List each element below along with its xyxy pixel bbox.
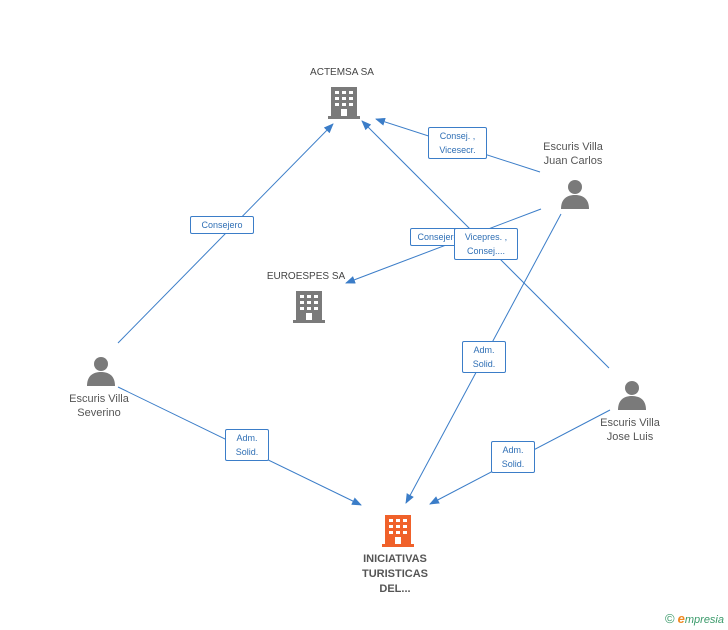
person-label-juan-carlos: Escuris Villa Juan Carlos [523, 140, 623, 168]
label-line: Escuris Villa [600, 417, 660, 429]
label-line: Escuris Villa [543, 141, 603, 153]
copyright-icon: © [664, 611, 675, 626]
label-line: Jose Luis [606, 431, 654, 443]
edge-label-consejero-severino[interactable]: Consejero [190, 216, 254, 234]
edge-label-line: Adm. [473, 345, 495, 355]
brand-logo-text: mpresia [684, 614, 724, 626]
person-label-severino: Escuris Villa Severino [49, 392, 149, 420]
edge-label-line: Consej.... [466, 246, 506, 256]
building-icon[interactable] [328, 85, 360, 126]
edge-label-line: Adm. [236, 433, 258, 443]
label-line: INICIATIVAS [363, 553, 427, 565]
edge-label-line: Consej. , [439, 131, 476, 141]
label-line: Escuris Villa [69, 393, 129, 405]
company-label-iniciativas: INICIATIVAS TURISTICAS DEL... [335, 552, 455, 597]
person-label-jose-luis: Escuris Villa Jose Luis [580, 416, 680, 444]
edge-label-line: Vicesecr. [439, 145, 476, 155]
edge-label-line: Consejero [417, 232, 459, 242]
main-company-building-icon[interactable] [382, 513, 414, 554]
label-line: Juan Carlos [543, 155, 603, 167]
edge-label-vicepres-consej[interactable]: Vicepres. , Consej.... [454, 228, 518, 260]
edge-label-adm-solid-severino[interactable]: Adm. Solid. [225, 429, 269, 461]
edge-label-adm-solid-juan-carlos[interactable]: Adm. Solid. [462, 341, 506, 373]
label-line: TURISTICAS [362, 568, 428, 580]
person-icon[interactable] [617, 379, 647, 416]
edge-label-line: Solid. [501, 459, 525, 469]
person-icon[interactable] [86, 355, 116, 392]
edge-label-line: Solid. [235, 447, 259, 457]
edge-label-line: Adm. [502, 445, 524, 455]
building-icon[interactable] [293, 289, 325, 330]
brand-footer[interactable]: © empresia [665, 611, 724, 626]
label-line: Severino [77, 407, 121, 419]
edge-label-line: Solid. [472, 359, 496, 369]
edge-label-adm-solid-jose-luis[interactable]: Adm. Solid. [491, 441, 535, 473]
edge-juancarlos-euroespes [345, 208, 542, 284]
brand-logo-initial: e [677, 611, 685, 626]
edge-label-line: Vicepres. , [464, 232, 508, 242]
company-label-euroespes: EUROESPES SA [266, 271, 346, 282]
label-line: DEL... [379, 583, 411, 595]
edge-label-consej-vicesecr[interactable]: Consej. , Vicesecr. [428, 127, 487, 159]
person-icon[interactable] [560, 178, 590, 215]
edge-label-line: Consejero [201, 220, 243, 230]
company-label-actemsa: ACTEMSA SA [310, 67, 374, 78]
